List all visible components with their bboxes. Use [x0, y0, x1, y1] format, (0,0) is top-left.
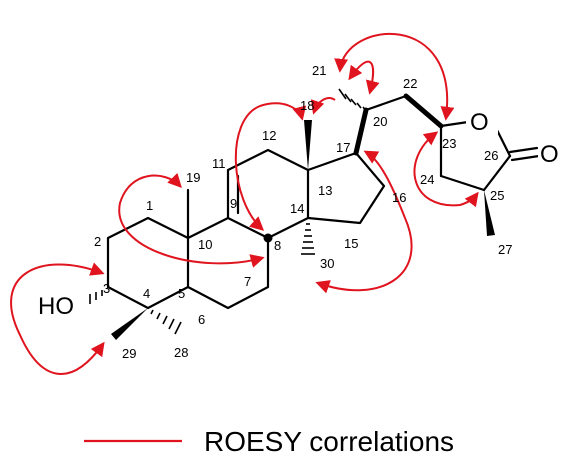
label-c11: 11	[212, 156, 226, 171]
wedge-13-18	[304, 120, 312, 170]
label-c24: 24	[420, 172, 434, 187]
label-c12: 12	[262, 128, 276, 143]
atom-O-ring: O	[470, 109, 489, 136]
label-c5: 5	[178, 286, 185, 301]
label-c1: 1	[146, 198, 153, 213]
carbonyl-1	[508, 146, 539, 154]
roesy-arc-8-19	[118, 173, 265, 268]
label-c17: 17	[336, 140, 350, 155]
label-c4: 4	[143, 286, 150, 301]
label-c9: 9	[230, 196, 237, 211]
label-c23: 23	[442, 136, 456, 151]
legend-label: ROESY correlations	[204, 426, 454, 457]
label-c29: 29	[122, 346, 136, 361]
bold-22-23	[403, 93, 444, 129]
wedge-4-29	[111, 308, 148, 340]
roesy-arc-21-20	[348, 60, 380, 95]
label-c19: 19	[186, 170, 200, 185]
roesy-arc-21-18	[310, 97, 336, 115]
roesy-arc-3-29	[10, 262, 105, 375]
bond-23-O	[439, 120, 470, 128]
roesy-arrows	[10, 33, 479, 375]
roesy-arc-21-23	[334, 33, 455, 121]
hash-20-21	[338, 88, 367, 112]
roesy-arc-23-25	[413, 131, 479, 208]
legend: ROESY correlations	[84, 426, 454, 457]
hash-3-OH	[89, 290, 103, 304]
h8-dot	[263, 233, 273, 243]
label-c3: 3	[103, 281, 110, 296]
atom-O-carbonyl: O	[540, 141, 559, 168]
atom-HO: HO	[38, 293, 74, 320]
label-c28: 28	[174, 345, 188, 360]
label-c20: 20	[373, 114, 387, 129]
roesy-arc-30-17	[315, 150, 413, 294]
carbon-numbers: 1 2 3 4 5 6 7 8 9 10 11 12 13 14 15 16 1…	[94, 63, 512, 361]
label-c14: 14	[290, 201, 304, 216]
label-c16: 16	[392, 190, 406, 205]
wedge-25-27	[484, 190, 495, 236]
label-c22: 22	[403, 76, 417, 91]
label-c26: 26	[484, 148, 498, 163]
label-c10: 10	[198, 237, 212, 252]
atom-labels: O O HO	[38, 106, 566, 320]
roesy-arc-8-18	[234, 102, 307, 231]
label-c6: 6	[198, 312, 205, 327]
hash-4-28	[150, 309, 182, 335]
label-c2: 2	[94, 234, 101, 249]
label-c27: 27	[498, 242, 512, 257]
bond-26-25	[482, 154, 512, 192]
label-c15: 15	[344, 236, 358, 251]
carbonyl-2	[510, 154, 541, 162]
bond-O-26	[495, 128, 512, 158]
label-c30: 30	[320, 256, 334, 271]
bond-25-24	[439, 174, 486, 192]
hash-14-30	[301, 223, 315, 255]
label-c25: 25	[490, 188, 504, 203]
label-c13: 13	[318, 183, 332, 198]
label-c18: 18	[300, 98, 314, 113]
label-c7: 7	[244, 274, 251, 289]
bold-17-20	[353, 107, 369, 156]
bond-20-22	[364, 94, 408, 112]
label-c8: 8	[274, 238, 281, 253]
label-c21: 21	[312, 63, 326, 78]
